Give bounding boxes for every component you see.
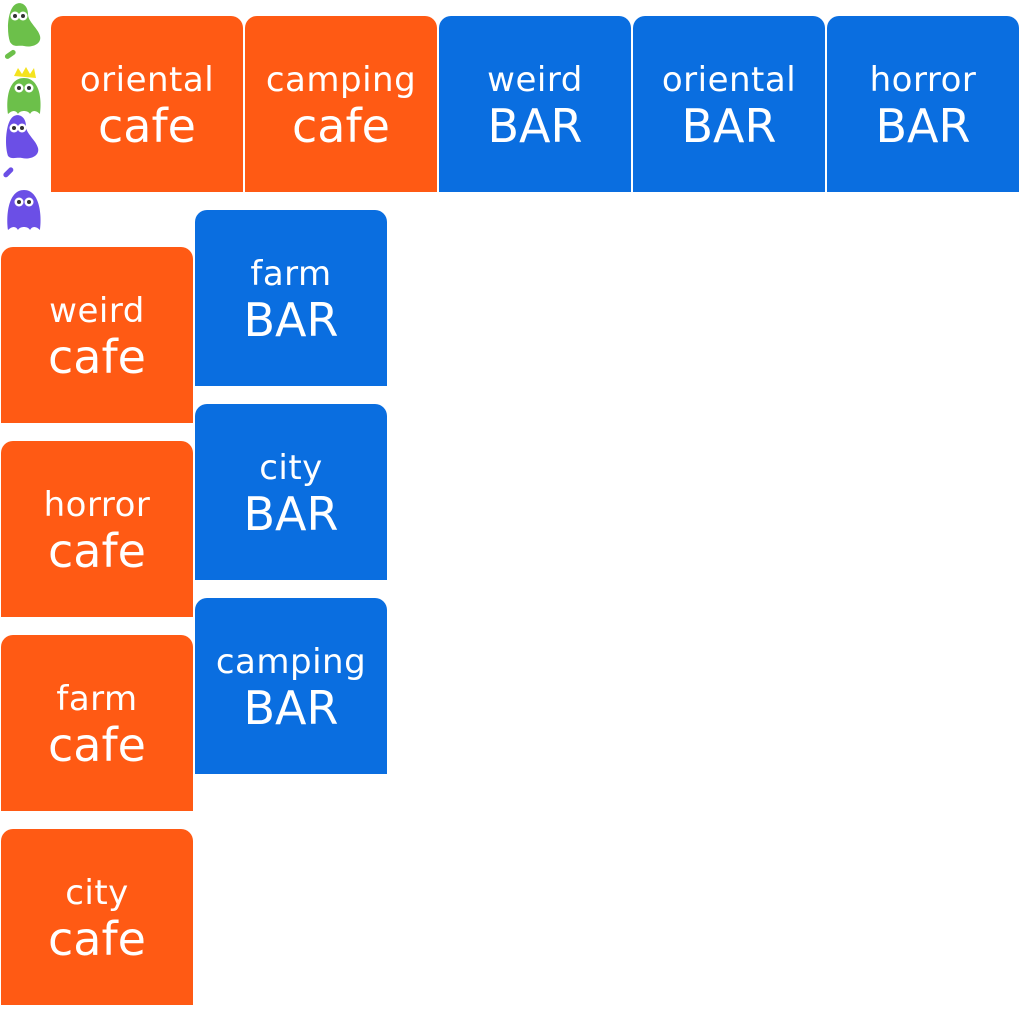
card-oriental-bar[interactable]: oriental BAR — [633, 16, 825, 192]
card-theme-label: oriental — [79, 60, 215, 100]
purple-creature-icon[interactable] — [4, 186, 44, 232]
card-theme-label: farm — [250, 254, 332, 294]
card-farm-cafe[interactable]: farm cafe — [1, 635, 193, 811]
card-camping-bar[interactable]: camping BAR — [195, 598, 387, 774]
card-theme-label: horror — [43, 485, 151, 525]
card-oriental-cafe[interactable]: oriental cafe — [51, 16, 243, 192]
card-kind-label: BAR — [243, 293, 339, 347]
card-theme-label: city — [259, 448, 323, 488]
card-kind-label: cafe — [48, 912, 146, 966]
card-theme-label: farm — [56, 679, 138, 719]
card-kind-label: cafe — [48, 524, 146, 578]
card-kind-label: cafe — [48, 330, 146, 384]
card-camping-cafe[interactable]: camping cafe — [245, 16, 437, 192]
card-kind-label: cafe — [292, 99, 390, 153]
green-creature-icon[interactable] — [2, 2, 42, 66]
card-kind-label: BAR — [243, 487, 339, 541]
card-theme-label: horror — [869, 60, 977, 100]
card-theme-label: weird — [487, 60, 583, 100]
card-city-cafe[interactable]: city cafe — [1, 829, 193, 1005]
card-farm-bar[interactable]: farm BAR — [195, 210, 387, 386]
card-horror-bar[interactable]: horror BAR — [827, 16, 1019, 192]
green-creature-with-crown-icon[interactable] — [4, 66, 44, 116]
card-city-bar[interactable]: city BAR — [195, 404, 387, 580]
card-kind-label: BAR — [681, 99, 777, 153]
purple-creature-icon[interactable] — [2, 114, 42, 180]
card-theme-label: camping — [265, 60, 417, 100]
card-theme-label: camping — [215, 642, 367, 682]
card-kind-label: cafe — [98, 99, 196, 153]
card-kind-label: BAR — [243, 681, 339, 735]
card-weird-bar[interactable]: weird BAR — [439, 16, 631, 192]
card-weird-cafe[interactable]: weird cafe — [1, 247, 193, 423]
card-kind-label: BAR — [487, 99, 583, 153]
card-theme-label: weird — [49, 291, 145, 331]
card-horror-cafe[interactable]: horror cafe — [1, 441, 193, 617]
card-theme-label: oriental — [661, 60, 797, 100]
card-kind-label: BAR — [875, 99, 971, 153]
card-kind-label: cafe — [48, 718, 146, 772]
card-theme-label: city — [65, 873, 129, 913]
